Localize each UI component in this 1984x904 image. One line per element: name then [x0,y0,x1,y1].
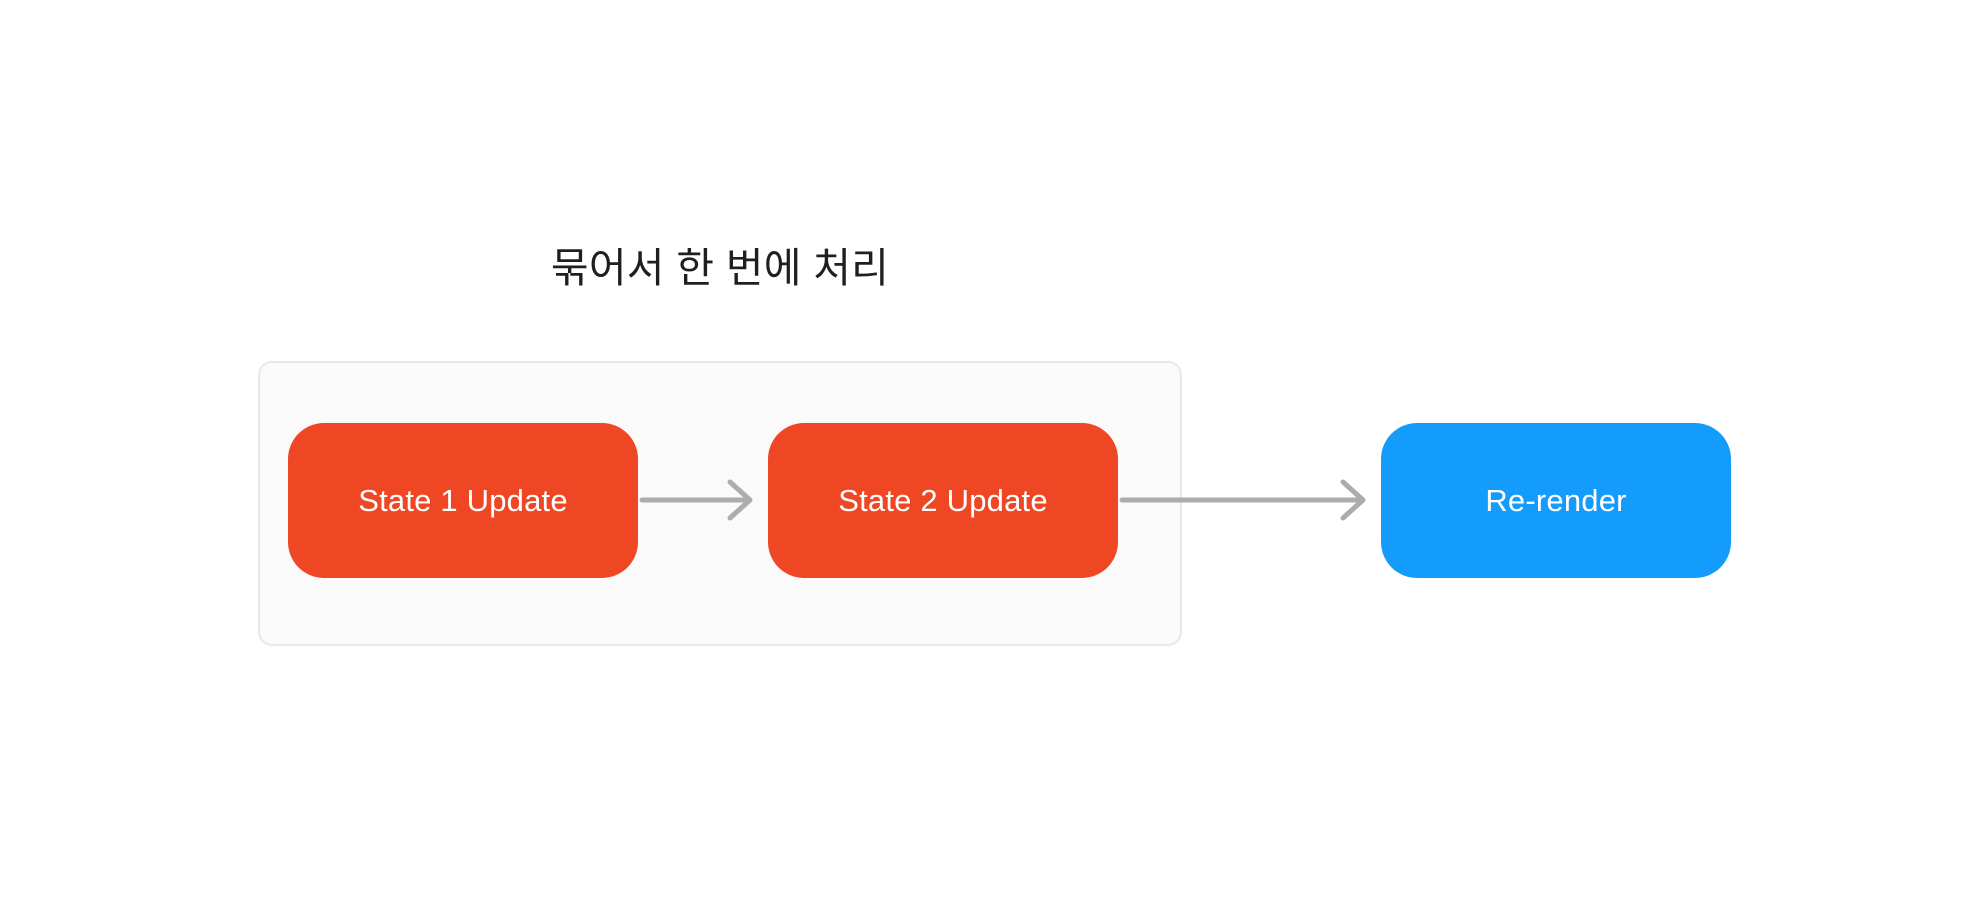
node-re-render-label: Re-render [1485,482,1627,518]
diagram-title: 묶어서 한 번에 처리 [550,245,890,291]
arrow-state2-to-rerender [1119,479,1366,521]
node-state-1-update[interactable]: State 1 Update [288,423,638,578]
arrow-state1-to-state2 [639,479,753,521]
node-state-2-update-label: State 2 Update [838,482,1048,518]
node-state-1-update-label: State 1 Update [358,482,568,518]
node-state-2-update[interactable]: State 2 Update [768,423,1118,578]
node-re-render[interactable]: Re-render [1381,423,1731,578]
